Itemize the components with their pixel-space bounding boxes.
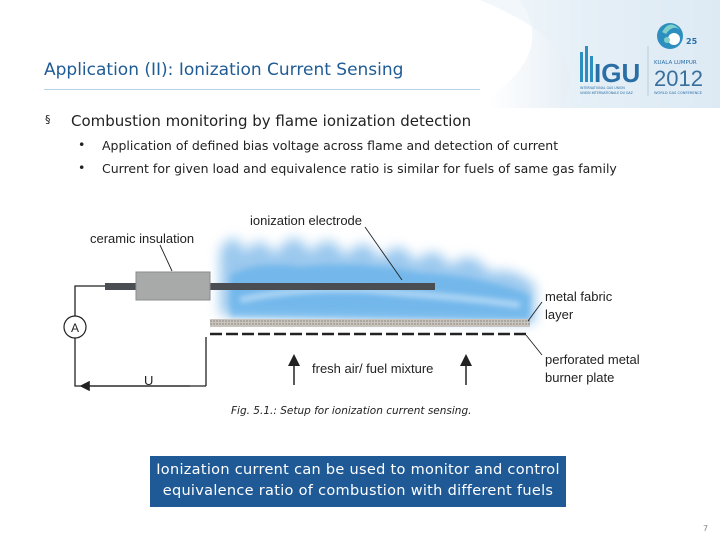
- header-wave-graphic: [300, 0, 720, 108]
- sub-bullet-text: Current for given load and equivalence r…: [102, 161, 617, 176]
- bullet-marker: §: [45, 113, 51, 126]
- electrode-rod: [105, 283, 435, 290]
- svg-text:KUALA LUMPUR: KUALA LUMPUR: [654, 60, 697, 66]
- title-underline: [44, 89, 480, 90]
- wgc-2012-mark: 25 KUALA LUMPUR 2012 WORLD GAS CONFERENC…: [654, 23, 703, 95]
- ionization-electrode-label: ionization electrode: [250, 213, 362, 228]
- metal-fabric-label-line2: layer: [545, 307, 574, 322]
- electrode-leader-line: [364, 226, 403, 281]
- callout-line: Ionization current can be used to monito…: [156, 462, 560, 478]
- conclusion-callout: Ionization current can be used to monito…: [150, 456, 566, 507]
- svg-text:WORLD GAS CONFERENCE: WORLD GAS CONFERENCE: [654, 91, 703, 95]
- burner-leader-line: [525, 334, 543, 356]
- svg-text:25: 25: [686, 37, 698, 46]
- main-bullet-text: Combustion monitoring by flame ionizatio…: [71, 112, 472, 130]
- metal-fabric-label: metal fabric: [545, 289, 613, 304]
- ionization-setup-diagram: A ionization electrode ceramic insulatio…: [60, 205, 670, 405]
- igu-mark: IGU INTERNATIONAL GAS UNION UNION INTERN…: [580, 46, 640, 95]
- igu-2012-logo: IGU INTERNATIONAL GAS UNION UNION INTERN…: [570, 10, 720, 110]
- ceramic-leader-line: [159, 244, 173, 272]
- sub-bullet-marker: •: [78, 137, 86, 152]
- svg-text:INTERNATIONAL GAS UNION: INTERNATIONAL GAS UNION: [580, 86, 625, 90]
- page-number: 7: [703, 524, 709, 533]
- svg-text:UNION INTERNATIONALE DU GAZ: UNION INTERNATIONALE DU GAZ: [580, 91, 634, 95]
- fabric-leader-line: [527, 301, 543, 322]
- diagram-graphic: A ionization electrode ceramic insulatio…: [63, 213, 640, 392]
- slide-title: Application (II): Ionization Current Sen…: [44, 60, 404, 80]
- logo-graphic: IGU INTERNATIONAL GAS UNION UNION INTERN…: [580, 23, 703, 96]
- circuit-wiring: [74, 285, 207, 387]
- ammeter: [63, 315, 87, 339]
- svg-text:IGU: IGU: [594, 58, 640, 88]
- svg-text:2012: 2012: [654, 66, 703, 91]
- callout-line: equivalence ratio of combustion with dif…: [162, 483, 554, 499]
- burner-plate-label: perforated metal: [545, 352, 640, 367]
- burner-plate-label-line2: burner plate: [545, 370, 614, 385]
- fresh-air-label: fresh air/ fuel mixture: [312, 361, 433, 376]
- sub-bullet-text: Application of defined bias voltage acro…: [102, 138, 559, 153]
- flame: [220, 238, 535, 323]
- voltage-label: U: [144, 373, 153, 388]
- ceramic-insulation-label: ceramic insulation: [90, 231, 194, 246]
- header-background: [0, 0, 720, 108]
- ceramic-insulator: [135, 271, 211, 301]
- figure-caption: Fig. 5.1.: Setup for ionization current …: [231, 405, 472, 417]
- sub-bullet-marker: •: [78, 160, 86, 175]
- metal-fabric-layer: [210, 319, 530, 327]
- ammeter-label: A: [71, 321, 79, 335]
